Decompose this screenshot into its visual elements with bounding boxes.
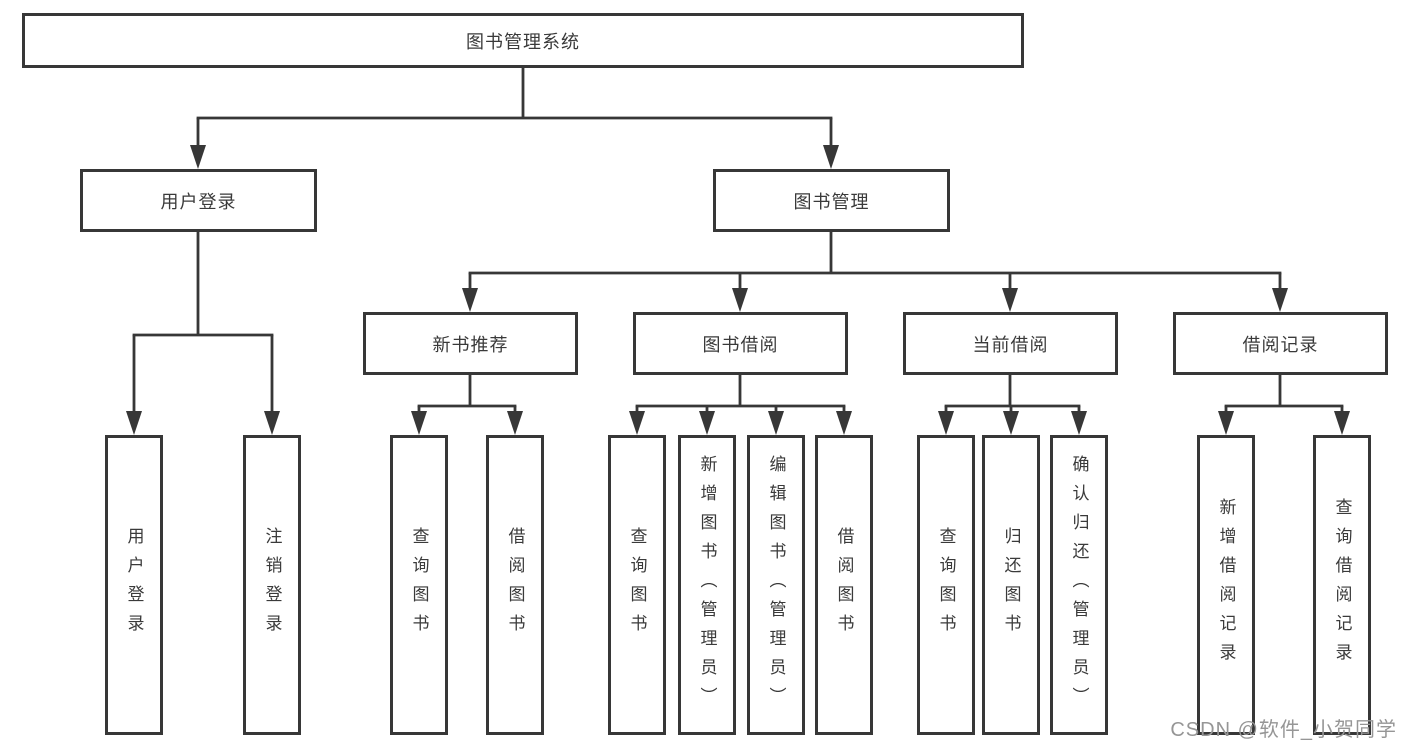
node-label-edit-books-admin: 编辑图书（管理员）: [766, 454, 786, 716]
node-add-books-admin: 新增图书（管理员）: [678, 435, 736, 735]
node-user-login-leaf: 用户登录: [105, 435, 163, 735]
node-label-query-books-3: 查询图书: [936, 527, 956, 643]
arrowhead-icon: [462, 288, 478, 312]
arrowhead-icon: [126, 411, 142, 435]
arrowhead-icon: [264, 411, 280, 435]
node-label-logout-leaf: 注销登录: [262, 527, 282, 643]
node-logout-leaf: 注销登录: [243, 435, 301, 735]
node-label-borrow-books-1: 借阅图书: [505, 527, 525, 643]
node-book-borrowing: 图书借阅: [633, 312, 848, 375]
node-query-books-1: 查询图书: [390, 435, 448, 735]
arrowhead-icon: [823, 145, 839, 169]
arrowhead-icon: [507, 411, 523, 435]
node-label-borrowing-records: 借阅记录: [1242, 334, 1319, 355]
node-label-query-books-2: 查询图书: [627, 527, 647, 643]
node-label-add-books-admin: 新增图书（管理员）: [697, 454, 717, 716]
node-label-current-borrowing: 当前借阅: [972, 334, 1049, 355]
arrowhead-icon: [768, 411, 784, 435]
node-user-login-module: 用户登录: [80, 169, 317, 232]
node-label-query-books-1: 查询图书: [409, 527, 429, 643]
arrowhead-icon: [1003, 411, 1019, 435]
node-query-borrow-record: 查询借阅记录: [1313, 435, 1371, 735]
arrowhead-icon: [1334, 411, 1350, 435]
arrowhead-icon: [1002, 288, 1018, 312]
node-label-borrow-books-2: 借阅图书: [834, 527, 854, 643]
node-label-book-borrowing: 图书借阅: [702, 334, 779, 355]
arrowhead-icon: [629, 411, 645, 435]
arrowhead-icon: [411, 411, 427, 435]
node-query-books-2: 查询图书: [608, 435, 666, 735]
node-label-new-book-recommend: 新书推荐: [432, 334, 509, 355]
arrowhead-icon: [836, 411, 852, 435]
node-add-borrow-record: 新增借阅记录: [1197, 435, 1255, 735]
node-confirm-return-admin: 确认归还（管理员）: [1050, 435, 1108, 735]
node-query-books-3: 查询图书: [917, 435, 975, 735]
node-return-books: 归还图书: [982, 435, 1040, 735]
node-label-user-login-module: 用户登录: [160, 191, 237, 212]
node-book-management: 图书管理: [713, 169, 950, 232]
node-new-book-recommend: 新书推荐: [363, 312, 578, 375]
node-edit-books-admin: 编辑图书（管理员）: [747, 435, 805, 735]
node-borrowing-records: 借阅记录: [1173, 312, 1388, 375]
node-label-user-login-leaf: 用户登录: [124, 527, 144, 643]
arrowhead-icon: [1071, 411, 1087, 435]
node-root: 图书管理系统: [22, 13, 1024, 68]
arrowhead-icon: [732, 288, 748, 312]
arrowhead-icon: [1272, 288, 1288, 312]
node-label-book-management: 图书管理: [793, 191, 870, 212]
arrowhead-icon: [190, 145, 206, 169]
arrowhead-icon: [938, 411, 954, 435]
node-label-add-borrow-record: 新增借阅记录: [1216, 498, 1236, 672]
arrowhead-icon: [1218, 411, 1234, 435]
node-label-confirm-return-admin: 确认归还（管理员）: [1069, 454, 1089, 716]
arrowhead-icon: [699, 411, 715, 435]
node-borrow-books-1: 借阅图书: [486, 435, 544, 735]
node-borrow-books-2: 借阅图书: [815, 435, 873, 735]
node-label-root: 图书管理系统: [466, 31, 580, 52]
node-current-borrowing: 当前借阅: [903, 312, 1118, 375]
watermark: CSDN @软件_小贺同学: [1170, 719, 1397, 741]
node-label-return-books: 归还图书: [1001, 527, 1021, 643]
node-label-query-borrow-record: 查询借阅记录: [1332, 498, 1352, 672]
